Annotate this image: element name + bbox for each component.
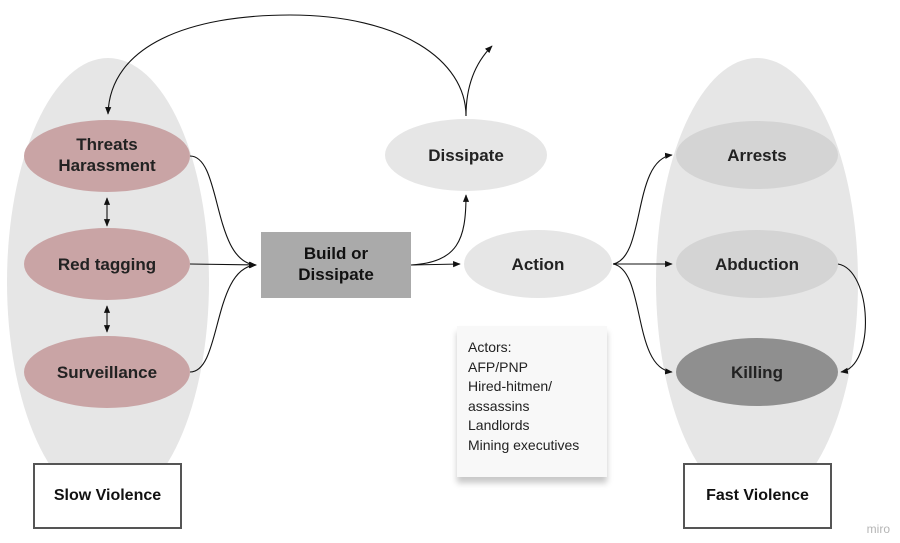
abduction-to-killing-arrow bbox=[837, 263, 866, 374]
killing-label: Killing bbox=[731, 363, 783, 382]
dissipate-label: Dissipate bbox=[428, 146, 504, 165]
actor-hired-hitmen: Hired-hitmen/ bbox=[468, 378, 553, 394]
slow-violence-label: Slow Violence bbox=[53, 487, 162, 504]
dissipate-box-label: Dissipate bbox=[298, 265, 374, 284]
harassment-label: Harassment bbox=[58, 156, 156, 175]
fast-violence-label: Fast Violence bbox=[706, 487, 809, 504]
actor-mining-executives: Mining executives bbox=[468, 436, 580, 453]
fast-violence-label-box: Fast Violence bbox=[683, 463, 832, 529]
build-or-label: Build or bbox=[304, 244, 369, 263]
action-to-arrests-arrow bbox=[612, 152, 673, 265]
surveillance-label: Surveillance bbox=[57, 363, 157, 382]
red-tagging-node[interactable] bbox=[24, 228, 190, 300]
action-label: Action bbox=[512, 255, 565, 274]
abduction-node[interactable] bbox=[676, 230, 838, 298]
actors-heading: Actors: bbox=[468, 339, 512, 355]
arrests-node[interactable] bbox=[676, 121, 838, 189]
slow-violence-label-box: Slow Violence bbox=[33, 463, 182, 529]
abduction-label: Abduction bbox=[715, 255, 799, 274]
red-tagging-label: Red tagging bbox=[58, 255, 156, 274]
action-node[interactable] bbox=[464, 230, 612, 298]
threats-to-build-arrow bbox=[189, 155, 257, 268]
arrests-label: Arrests bbox=[727, 146, 787, 165]
actors-note[interactable]: Actors: AFP/PNP Hired-hitmen/ assassins … bbox=[457, 326, 607, 477]
surveillance-to-build-arrow bbox=[189, 262, 257, 373]
threats-harassment-node[interactable] bbox=[24, 120, 190, 192]
dissipate-outward-arrow bbox=[465, 45, 493, 117]
dissipate-node[interactable] bbox=[385, 119, 547, 191]
build-to-dissipate-arrow bbox=[410, 194, 470, 266]
dissipate-loop-to-threats-arrow bbox=[105, 14, 467, 117]
threats-label: Threats bbox=[76, 135, 137, 154]
redtagging-to-build-arrow bbox=[189, 261, 257, 268]
actor-afp-pnp: AFP/PNP bbox=[468, 358, 528, 375]
build-to-action-arrow bbox=[410, 261, 461, 268]
build-or-dissipate-box[interactable] bbox=[261, 232, 411, 298]
surveillance-node[interactable] bbox=[24, 336, 190, 408]
actor-landlords: Landlords bbox=[468, 417, 530, 433]
killing-node[interactable] bbox=[676, 338, 838, 406]
miro-watermark: miro bbox=[866, 522, 890, 536]
actor-assassins: assassins bbox=[468, 397, 530, 414]
action-to-killing-arrow bbox=[612, 263, 673, 375]
